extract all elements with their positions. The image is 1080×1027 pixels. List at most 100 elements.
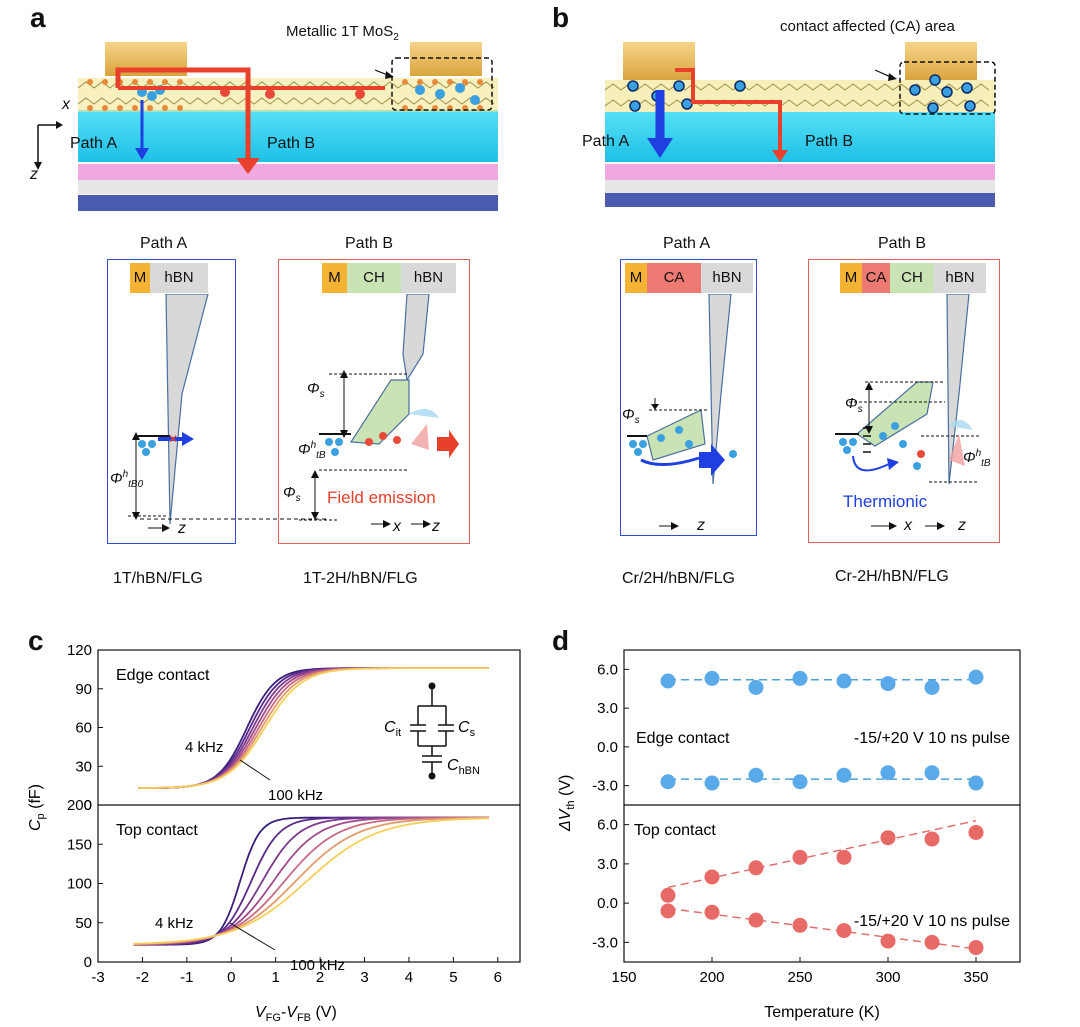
data-point <box>792 849 808 865</box>
plot-frame <box>97 649 521 963</box>
band-sketch-a-pathA: ✕ <box>128 294 209 532</box>
x-tick-label: 1 <box>272 969 280 986</box>
y-tick-label: -3.0 <box>592 778 618 795</box>
y-tick-label: 120 <box>67 642 92 659</box>
data-point <box>748 767 764 783</box>
metal-contact-right <box>410 42 482 76</box>
data-point <box>924 765 940 781</box>
x-tick-label: -1 <box>180 969 193 986</box>
bar-m: M <box>130 263 150 293</box>
phi-s-b2: Φs <box>845 395 863 415</box>
data-point <box>924 679 940 695</box>
bar-ch: CH <box>347 263 401 293</box>
diagA-title: Path A <box>140 235 188 252</box>
y-tick-label: 6.0 <box>597 661 618 678</box>
ca-region-box <box>899 61 996 115</box>
axis-z-label: z <box>432 518 440 535</box>
series-line <box>133 817 489 945</box>
axis-x-label: x <box>62 96 70 113</box>
field-emission-label: Field emission <box>327 488 436 507</box>
bar-hbn: hBN <box>401 263 456 293</box>
x-axis-label: Temperature (K) <box>764 1004 880 1021</box>
connector-line <box>140 518 328 520</box>
subplot-label: Edge contact <box>116 667 210 684</box>
phi-s-2: Φs <box>283 484 301 504</box>
y-tick-label: 0.0 <box>597 895 618 912</box>
x-tick-label: 250 <box>787 969 812 986</box>
data-point <box>748 679 764 695</box>
data-point <box>880 830 896 846</box>
hbn-layer <box>605 112 995 162</box>
bar-ca: CA <box>647 263 701 293</box>
diagA-title-b: Path A <box>663 235 711 252</box>
circuit-terminal <box>428 772 436 780</box>
path-b-arrow <box>675 68 782 152</box>
path-b-label-b: Path B <box>805 133 854 150</box>
annotation-high: 100 kHz <box>290 957 345 974</box>
path-b-arrow <box>115 67 251 160</box>
data-point <box>836 767 852 783</box>
data-point <box>660 887 676 903</box>
y-tick-label: -3.0 <box>592 934 618 951</box>
data-point <box>660 673 676 689</box>
series-line <box>138 667 489 789</box>
data-point <box>660 774 676 790</box>
y-tick-label: 0.0 <box>597 739 618 756</box>
caption-a2: 1T-2H/hBN/FLG <box>303 570 418 587</box>
thermionic-label: Thermionic <box>843 492 928 511</box>
layer-bar: M CA hBN <box>625 263 753 293</box>
band-sketch-a-pathB <box>299 294 459 528</box>
circuit-terminal <box>428 682 436 690</box>
y-tick-label: 150 <box>67 836 92 853</box>
diagB-title-b: Path B <box>878 235 927 252</box>
bar-m: M <box>322 263 347 293</box>
band-sketch-b-pathA <box>627 294 737 530</box>
data-point <box>792 670 808 686</box>
band-diagram-a-pathB <box>278 259 470 544</box>
x-tick-label: 200 <box>699 969 724 986</box>
y-tick-label: 90 <box>75 681 92 698</box>
cit-label: Cit <box>384 719 401 739</box>
layer-bar: M CA CH hBN <box>840 263 986 293</box>
x-tick-label: 150 <box>611 969 636 986</box>
data-point <box>704 869 720 885</box>
y-tick-label: 200 <box>67 797 92 814</box>
cs-label: Cs <box>458 719 476 739</box>
y-tick-label: 30 <box>75 758 92 775</box>
x-tick-label: 6 <box>494 969 502 986</box>
annotation-low: 4 kHz <box>185 739 223 756</box>
fg-layer <box>78 164 498 180</box>
data-point <box>880 765 896 781</box>
metallic-label: Metallic 1T MoS2 <box>286 23 399 43</box>
subplot-label: Top contact <box>634 822 716 839</box>
data-point <box>924 934 940 950</box>
bar-m: M <box>625 263 647 293</box>
data-point <box>968 824 984 840</box>
data-point <box>704 670 720 686</box>
x-tick-label: 350 <box>963 969 988 986</box>
x-tick-label: 3 <box>360 969 368 986</box>
data-point <box>836 673 852 689</box>
band-diagram-b-pathA <box>620 259 757 536</box>
annotation-high: 100 kHz <box>268 787 323 804</box>
data-point <box>704 904 720 920</box>
data-point <box>660 903 676 919</box>
data-point <box>836 849 852 865</box>
x-tick-label: 5 <box>449 969 457 986</box>
phi-s: Φs <box>307 380 325 400</box>
x-tick-label: 300 <box>875 969 900 986</box>
annotation-pointer <box>239 759 271 781</box>
data-point <box>880 676 896 692</box>
bar-hbn: hBN <box>150 263 208 293</box>
data-point <box>748 860 764 876</box>
phi-tb-b2: ΦhtB <box>963 448 991 469</box>
path-b-label: Path B <box>267 135 316 152</box>
layer-bar: M CH hBN <box>322 263 456 293</box>
bar-hbn: hBN <box>701 263 753 293</box>
axis-z-label: z <box>958 517 966 534</box>
metal-contact-right <box>905 42 977 80</box>
axis-z-label: z <box>30 166 38 183</box>
series-line <box>138 667 489 789</box>
data-point <box>704 775 720 791</box>
series-line <box>138 667 489 789</box>
